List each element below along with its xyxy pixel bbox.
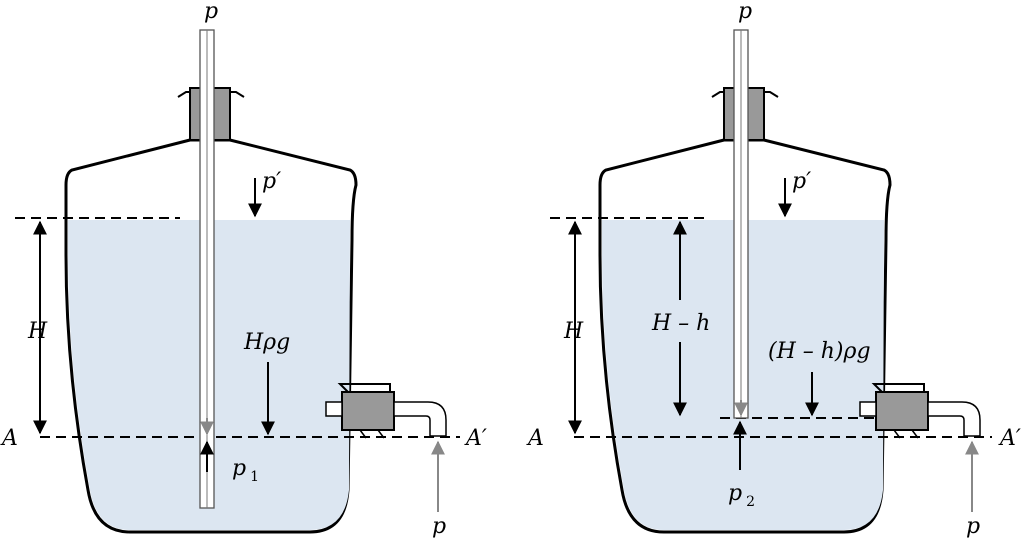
right-diagram: p p′ H H – h (H – h)ρg A A′ p p 2 — [526, 0, 1021, 539]
left-top-pressure-label: p — [204, 0, 218, 24]
left-outlet-spigot — [325, 383, 447, 439]
right-outlet-pressure-label: p — [966, 514, 980, 539]
left-height-label: H — [27, 319, 48, 344]
right-outlet-spigot — [859, 383, 981, 439]
right-pressure-term-label: (H – h)ρg — [768, 339, 871, 364]
right-air-pressure-label: p′ — [792, 169, 811, 194]
right-inner-height-label: H – h — [651, 311, 710, 336]
left-tube-pressure-label: p 1 — [232, 456, 259, 485]
right-height-label: H — [563, 319, 584, 344]
right-level-A-label: A — [526, 426, 544, 451]
right-level-A-prime-label: A′ — [998, 426, 1021, 451]
left-pressure-term-label: Hρg — [243, 330, 290, 355]
left-air-pressure-label: p′ — [262, 169, 281, 194]
right-top-pressure-label: p — [738, 0, 752, 24]
left-level-A-prime-label: A′ — [464, 426, 487, 451]
left-level-A-label: A — [0, 426, 18, 451]
right-tube-pressure-label: p 2 — [728, 481, 755, 510]
left-outlet-pressure-label: p — [432, 514, 446, 539]
left-diagram: p p′ H Hρg A A′ p p 1 — [0, 0, 487, 539]
